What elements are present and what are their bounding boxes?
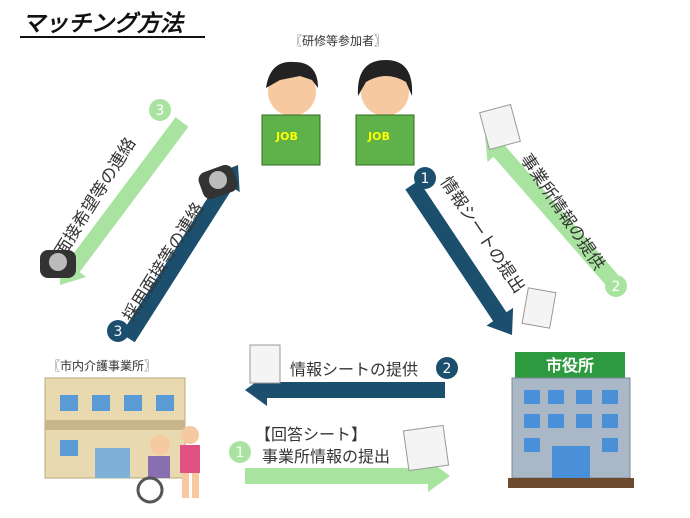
- svg-text:2: 2: [443, 361, 452, 377]
- left-blue-label: 採用面接等の連絡: [119, 199, 208, 325]
- caregiver-icon: [136, 426, 200, 504]
- page-title: マッチング方法: [22, 11, 185, 37]
- arrow-middle-blue: [245, 374, 445, 406]
- document-icon: [249, 344, 281, 384]
- middle-green-label-2: 事業所情報の提出: [262, 447, 390, 466]
- svg-text:JOB: JOB: [275, 130, 298, 143]
- telephone-icon: [40, 250, 76, 278]
- arrow-left-blue: [121, 165, 240, 343]
- step-circle-right-blue: 1: [414, 167, 436, 189]
- svg-text:3: 3: [156, 103, 165, 119]
- step-circle-middle-green: 1: [229, 441, 251, 463]
- right-green-label: 事業所情報の提供: [516, 150, 609, 274]
- city-hall-icon: 市役所: [508, 352, 634, 488]
- arrow-right-blue: [405, 180, 514, 335]
- participants-label: 〖研修等参加者〗: [290, 33, 386, 48]
- arrow-right-green: [485, 134, 619, 286]
- student-icon: JOB: [355, 60, 415, 166]
- document-icon: [479, 103, 521, 151]
- building-icon: [44, 377, 186, 479]
- svg-text:3: 3: [114, 324, 123, 340]
- svg-text:2: 2: [612, 279, 621, 295]
- svg-text:JOB: JOB: [367, 130, 390, 143]
- svg-text:1: 1: [421, 171, 430, 187]
- step-circle-left-green: 3: [149, 99, 171, 121]
- arrow-middle-green: [245, 460, 450, 492]
- svg-text:1: 1: [236, 445, 245, 461]
- step-circle-middle-blue: 2: [436, 357, 458, 379]
- step-circle-right-green: 2: [605, 275, 627, 297]
- arrow-left-green: [60, 117, 189, 286]
- step-circle-left-blue: 3: [107, 320, 129, 342]
- svg-text:市役所: 市役所: [546, 356, 594, 375]
- facility-label: 〖市内介護事業所〗: [48, 358, 156, 373]
- student-icon: JOB: [261, 61, 321, 166]
- document-icon: [521, 287, 557, 329]
- telephone-icon: [198, 164, 238, 200]
- middle-blue-label: 情報シートの提供: [290, 360, 418, 379]
- middle-green-label-1: 【回答シート】: [255, 425, 367, 444]
- document-icon: [402, 424, 450, 472]
